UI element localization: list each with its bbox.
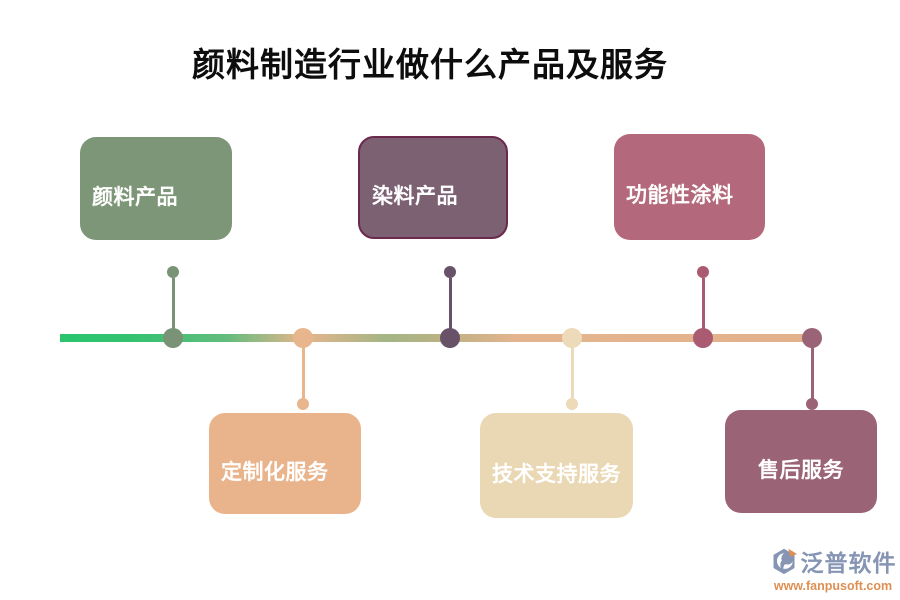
brand-name: 泛普软件 [800, 550, 897, 576]
timeline-dot-after-sales [802, 328, 822, 348]
connector-stem-after-sales [810, 342, 814, 399]
node-label-pigment-products: 颜料产品 [92, 185, 178, 209]
connector-stem-functional-coatings [701, 278, 705, 334]
node-dye-products: 染料产品 [358, 136, 508, 239]
connector-endpoint-dot-pigment [167, 266, 179, 278]
node-after-sales-service: 售后服务 [725, 410, 877, 513]
connector-stem-dye [448, 278, 452, 334]
node-tech-support-service: 技术支持服务 [480, 413, 633, 518]
connector-endpoint-dot-dye [444, 266, 456, 278]
timeline-dot-customization [293, 328, 313, 348]
connector-endpoint-dot-customization [297, 398, 309, 410]
timeline-dot-functional-coatings [693, 328, 713, 348]
node-functional-coatings: 功能性涂料 [614, 134, 765, 240]
node-label-functional-coatings: 功能性涂料 [626, 184, 734, 207]
node-label-dye-products: 染料产品 [372, 184, 458, 208]
brand-url: www.fanpusoft.com [773, 579, 893, 593]
connector-endpoint-dot-after-sales [806, 398, 818, 410]
connector-stem-pigment [171, 278, 175, 334]
timeline-dot-tech-support [562, 328, 582, 348]
connector-endpoint-dot-tech-support [566, 398, 578, 410]
node-label-customization-service: 定制化服务 [221, 460, 329, 484]
timeline-dot-pigment [163, 328, 183, 348]
connector-endpoint-dot-functional-coatings [697, 266, 709, 278]
node-label-after-sales-service: 售后服务 [758, 458, 844, 482]
page-title: 颜料制造行业做什么产品及服务 [192, 46, 668, 83]
connector-stem-customization [301, 342, 305, 399]
connector-stem-tech-support [570, 342, 574, 399]
node-label-tech-support-service: 技术支持服务 [492, 462, 621, 486]
node-pigment-products: 颜料产品 [80, 137, 232, 240]
fanpu-logo-icon [770, 547, 798, 575]
brand-watermark: 泛普软件 www.fanpusoft.com [766, 544, 900, 593]
node-customization-service: 定制化服务 [209, 413, 361, 514]
timeline-dot-dye [440, 328, 460, 348]
